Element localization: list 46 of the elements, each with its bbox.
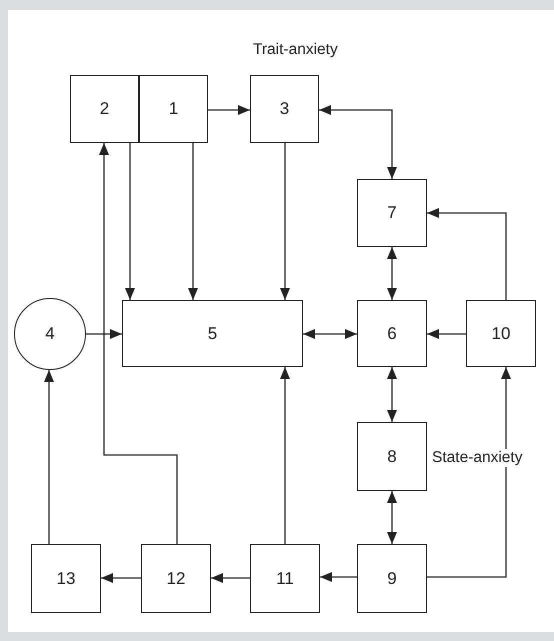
process-box bbox=[357, 422, 427, 491]
node-number: 12 bbox=[166, 568, 186, 588]
connector-arrow bbox=[99, 143, 178, 544]
node-number: 8 bbox=[387, 446, 397, 466]
connector-arrow bbox=[44, 370, 54, 544]
connector-arrow bbox=[427, 367, 511, 578]
connector-arrow bbox=[208, 105, 250, 115]
connector-arrow bbox=[387, 491, 397, 544]
connector-arrow bbox=[86, 329, 122, 339]
node-number: 13 bbox=[56, 568, 76, 588]
connector-arrow bbox=[280, 367, 290, 544]
process-box bbox=[466, 300, 536, 367]
process-box bbox=[70, 75, 139, 143]
process-box bbox=[250, 75, 319, 143]
process-box bbox=[122, 300, 303, 367]
process-box bbox=[357, 179, 427, 247]
process-box bbox=[357, 544, 427, 613]
process-box bbox=[357, 300, 427, 367]
process-box bbox=[31, 544, 101, 613]
process-box bbox=[250, 544, 320, 613]
connector-arrow bbox=[320, 572, 357, 582]
node-number: 2 bbox=[100, 99, 110, 119]
node-number: 3 bbox=[280, 99, 290, 119]
process-box bbox=[141, 544, 211, 613]
node-number: 9 bbox=[387, 568, 397, 588]
connector-arrow bbox=[427, 208, 507, 300]
node-number: 4 bbox=[45, 324, 55, 344]
connector-arrow bbox=[387, 367, 397, 422]
node-number: 5 bbox=[208, 324, 218, 344]
process-box bbox=[139, 75, 208, 143]
connector-arrow bbox=[280, 143, 290, 300]
connector-arrow bbox=[188, 143, 198, 300]
connector-arrow bbox=[211, 573, 250, 583]
node-number: 6 bbox=[387, 324, 397, 344]
node-number: 1 bbox=[168, 99, 178, 119]
connector-arrow bbox=[125, 143, 135, 300]
connector-arrow bbox=[387, 247, 397, 300]
node-number: 11 bbox=[276, 568, 294, 588]
node-number: 7 bbox=[387, 203, 397, 223]
annotation-label: State-anxiety bbox=[431, 449, 524, 467]
connector-arrow bbox=[319, 105, 397, 179]
connector-arrow bbox=[101, 573, 141, 583]
connector-arrow bbox=[427, 329, 466, 339]
node-number: 10 bbox=[492, 324, 510, 344]
connector-arrow bbox=[303, 329, 357, 339]
annotation-label: Trait-anxiety bbox=[252, 41, 339, 59]
